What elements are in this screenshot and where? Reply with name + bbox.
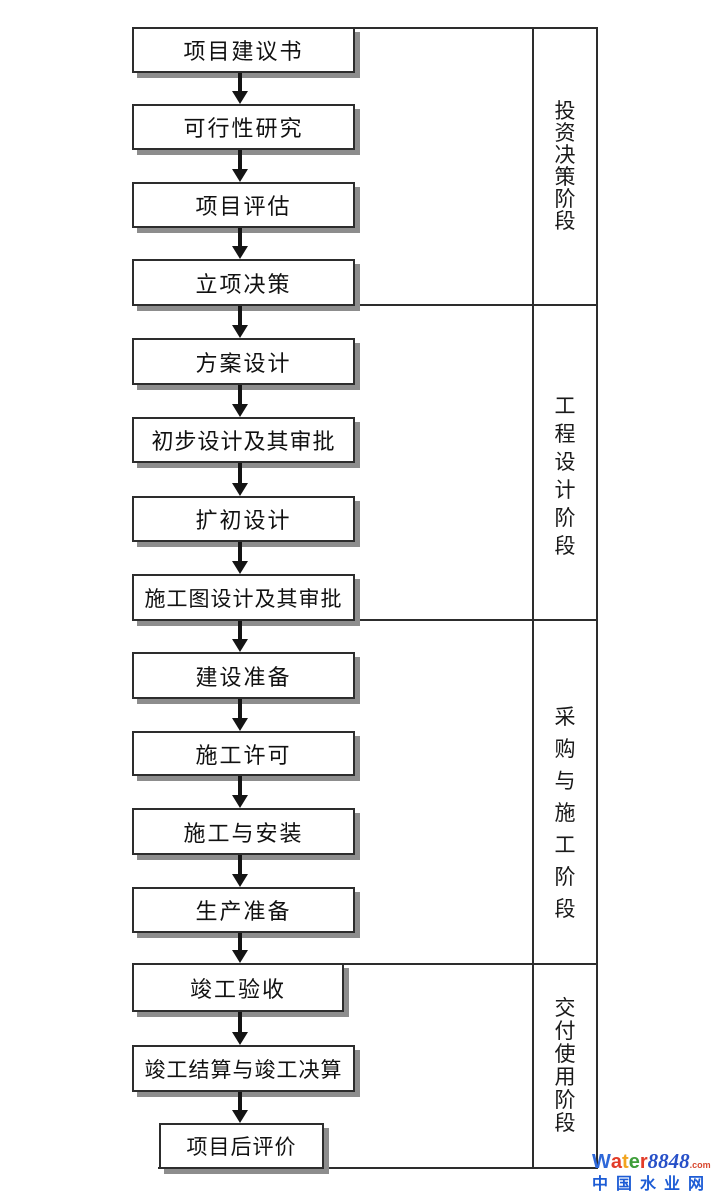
phase-column-left-line [532,27,534,1169]
flow-arrow-down-icon [232,621,248,652]
flow-box-completion-acceptance: 竣工验收 [132,963,344,1012]
flow-box-scheme-design: 方案设计 [132,338,355,385]
phase-investment-decision: 投 资 决 策 阶 段 [534,27,596,304]
phase-label: 投 资 决 策 阶 段 [554,98,576,233]
phase-divider-1 [355,304,598,306]
phase-delivery-use: 交 付 使 用 阶 段 [534,965,596,1167]
phase-column-right-line [596,27,598,1169]
watermark-letter: r [639,1151,648,1173]
watermark-number: 8848 [647,1149,690,1173]
flow-box-completion-settlement-final-accounts: 竣工结算与竣工决算 [132,1045,355,1092]
water8848-logo: Water8848.com 中国水业网 [592,1149,718,1194]
flow-arrow-down-icon [232,699,248,731]
flow-arrow-down-icon [232,776,248,808]
watermark-tld: .com [689,1160,711,1170]
flow-arrow-down-icon [232,855,248,887]
flow-box-construction-permit: 施工许可 [132,731,355,776]
flow-arrow-down-icon [232,306,248,338]
flow-box-approval-decision: 立项决策 [132,259,355,306]
flow-arrow-down-icon [232,150,248,182]
flow-box-feasibility-study: 可行性研究 [132,104,355,150]
flow-arrow-down-icon [232,228,248,259]
flow-arrow-down-icon [232,73,248,104]
phase-procurement-construction: 采 购 与 施 工 阶 段 [534,621,596,963]
water8848-wordmark: Water8848.com [592,1149,718,1174]
flow-arrow-down-icon [232,1012,248,1045]
flow-box-construction-installation: 施工与安装 [132,808,355,855]
flow-box-preliminary-design-approval: 初步设计及其审批 [132,417,355,463]
phase-engineering-design: 工 程 设 计 阶 段 [534,306,596,619]
flow-arrow-down-icon [232,933,248,963]
watermark-letter: t [622,1151,629,1173]
watermark-subtitle: 中国水业网 [592,1176,713,1193]
flow-box-project-evaluation: 项目评估 [132,182,355,228]
flow-arrow-down-icon [232,463,248,496]
watermark-letter: a [610,1151,623,1173]
phase-label: 工 程 设 计 阶 段 [554,393,576,558]
phase-divider-top [355,27,598,29]
phase-label: 交 付 使 用 阶 段 [554,996,576,1135]
flow-box-construction-preparation: 建设准备 [132,652,355,699]
flow-box-construction-drawing-design-approval: 施工图设计及其审批 [132,574,355,621]
flow-arrow-down-icon [232,385,248,417]
phase-label: 采 购 与 施 工 阶 段 [554,705,576,921]
phase-divider-bottom [158,1167,598,1169]
phase-divider-3 [132,963,598,965]
watermark-letter: W [592,1151,611,1173]
flow-arrow-down-icon [232,1092,248,1123]
flow-box-post-project-evaluation: 项目后评价 [159,1123,324,1169]
flow-box-project-proposal: 项目建议书 [132,27,355,73]
flow-box-expanded-preliminary-design: 扩初设计 [132,496,355,542]
phase-divider-2 [355,619,598,621]
flow-box-production-preparation: 生产准备 [132,887,355,933]
watermark-letter: e [628,1151,640,1173]
flow-arrow-down-icon [232,542,248,574]
